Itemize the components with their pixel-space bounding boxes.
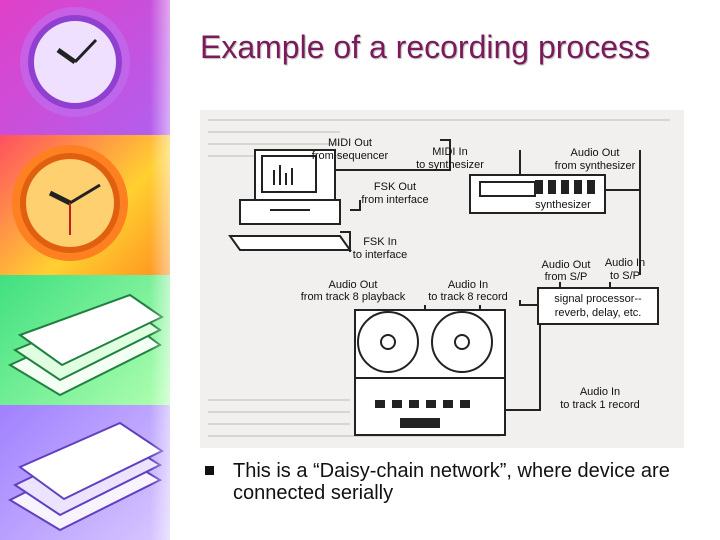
label-fsk-out: FSK Out [374, 181, 416, 193]
diagram-svg: MIDI Out from sequencer MIDI In to synth… [200, 110, 684, 448]
synth-keys [535, 180, 595, 194]
label-audio-out-synth-sub: from synthesizer [555, 160, 636, 172]
svg-text:from sequencer: from sequencer [312, 150, 389, 162]
label-audio-out-sp: Audio Out [542, 259, 591, 271]
svg-text:FSK Out: FSK Out [374, 181, 416, 193]
svg-text:to interface: to interface [353, 249, 407, 261]
green-papers-panel [0, 275, 170, 405]
svg-text:to track 8 record: to track 8 record [428, 291, 507, 303]
label-fsk-in-sub: to interface [353, 249, 407, 261]
papers-icon [7, 421, 165, 532]
screen-bars [273, 165, 293, 185]
svg-text:to S/P: to S/P [610, 270, 640, 282]
svg-text:signal processor--: signal processor-- [554, 293, 642, 305]
tape-controls [375, 400, 470, 428]
recording-process-diagram: MIDI Out from sequencer MIDI In to synth… [200, 110, 684, 448]
label-midi-in-sub: to synthesizer [416, 159, 484, 171]
label-audio-in-sp: Audio In [605, 257, 645, 269]
svg-text:to track 1 record: to track 1 record [560, 399, 639, 411]
svg-text:FSK In: FSK In [363, 236, 397, 248]
cable-lines [335, 139, 641, 411]
clock-icon [20, 7, 130, 117]
orange-clock-panel [0, 135, 170, 275]
svg-text:reverb, delay, etc.: reverb, delay, etc. [555, 307, 642, 319]
strip-fade [150, 0, 190, 540]
label-audio-out-track8-sub: from track 8 playback [301, 291, 406, 303]
label-audio-in-sp-sub: to S/P [610, 270, 640, 282]
label-signal-processor-sub: reverb, delay, etc. [555, 307, 642, 319]
svg-text:Audio In: Audio In [580, 386, 620, 398]
label-midi-in: MIDI In [432, 146, 467, 158]
label-audio-in-track1: Audio In [580, 386, 620, 398]
svg-text:from track 8 playback: from track 8 playback [301, 291, 406, 303]
svg-text:from synthesizer: from synthesizer [555, 160, 636, 172]
label-fsk-in: FSK In [363, 236, 397, 248]
svg-text:MIDI In: MIDI In [432, 146, 467, 158]
violet-papers-panel [0, 405, 170, 540]
svg-text:to synthesizer: to synthesizer [416, 159, 484, 171]
clock-icon [12, 145, 128, 261]
svg-text:Audio In: Audio In [605, 257, 645, 269]
label-audio-in-track8-sub: to track 8 record [428, 291, 507, 303]
tape-recorder-icon [354, 309, 506, 436]
computer-icon [228, 149, 352, 251]
svg-text:from interface: from interface [361, 194, 428, 206]
svg-text:Audio Out: Audio Out [329, 279, 378, 291]
svg-text:from S/P: from S/P [545, 271, 588, 283]
svg-text:synthesizer: synthesizer [535, 199, 591, 211]
label-audio-out-track8: Audio Out [329, 279, 378, 291]
label-fsk-out-sub: from interface [361, 194, 428, 206]
label-midi-out-sub: from sequencer [312, 150, 389, 162]
svg-text:MIDI Out: MIDI Out [328, 137, 372, 149]
papers-icon [7, 293, 164, 397]
label-signal-processor: signal processor-- [554, 293, 642, 305]
label-audio-in-track8: Audio In [448, 279, 488, 291]
decorative-image-strip [0, 0, 190, 540]
label-audio-out-synth: Audio Out [571, 147, 620, 159]
label-audio-out-sp-sub: from S/P [545, 271, 588, 283]
bullet-square-icon [205, 466, 214, 475]
label-midi-out: MIDI Out [328, 137, 372, 149]
svg-text:Audio Out: Audio Out [542, 259, 591, 271]
label-synthesizer: synthesizer [535, 199, 591, 211]
purple-clock-panel [0, 0, 170, 135]
slide-title: Example of a recording process [200, 29, 650, 65]
bullet-text: This is a “Daisy-chain network”, where d… [233, 460, 670, 504]
svg-text:Audio Out: Audio Out [571, 147, 620, 159]
label-audio-in-track1-sub: to track 1 record [560, 399, 639, 411]
svg-text:Audio In: Audio In [448, 279, 488, 291]
